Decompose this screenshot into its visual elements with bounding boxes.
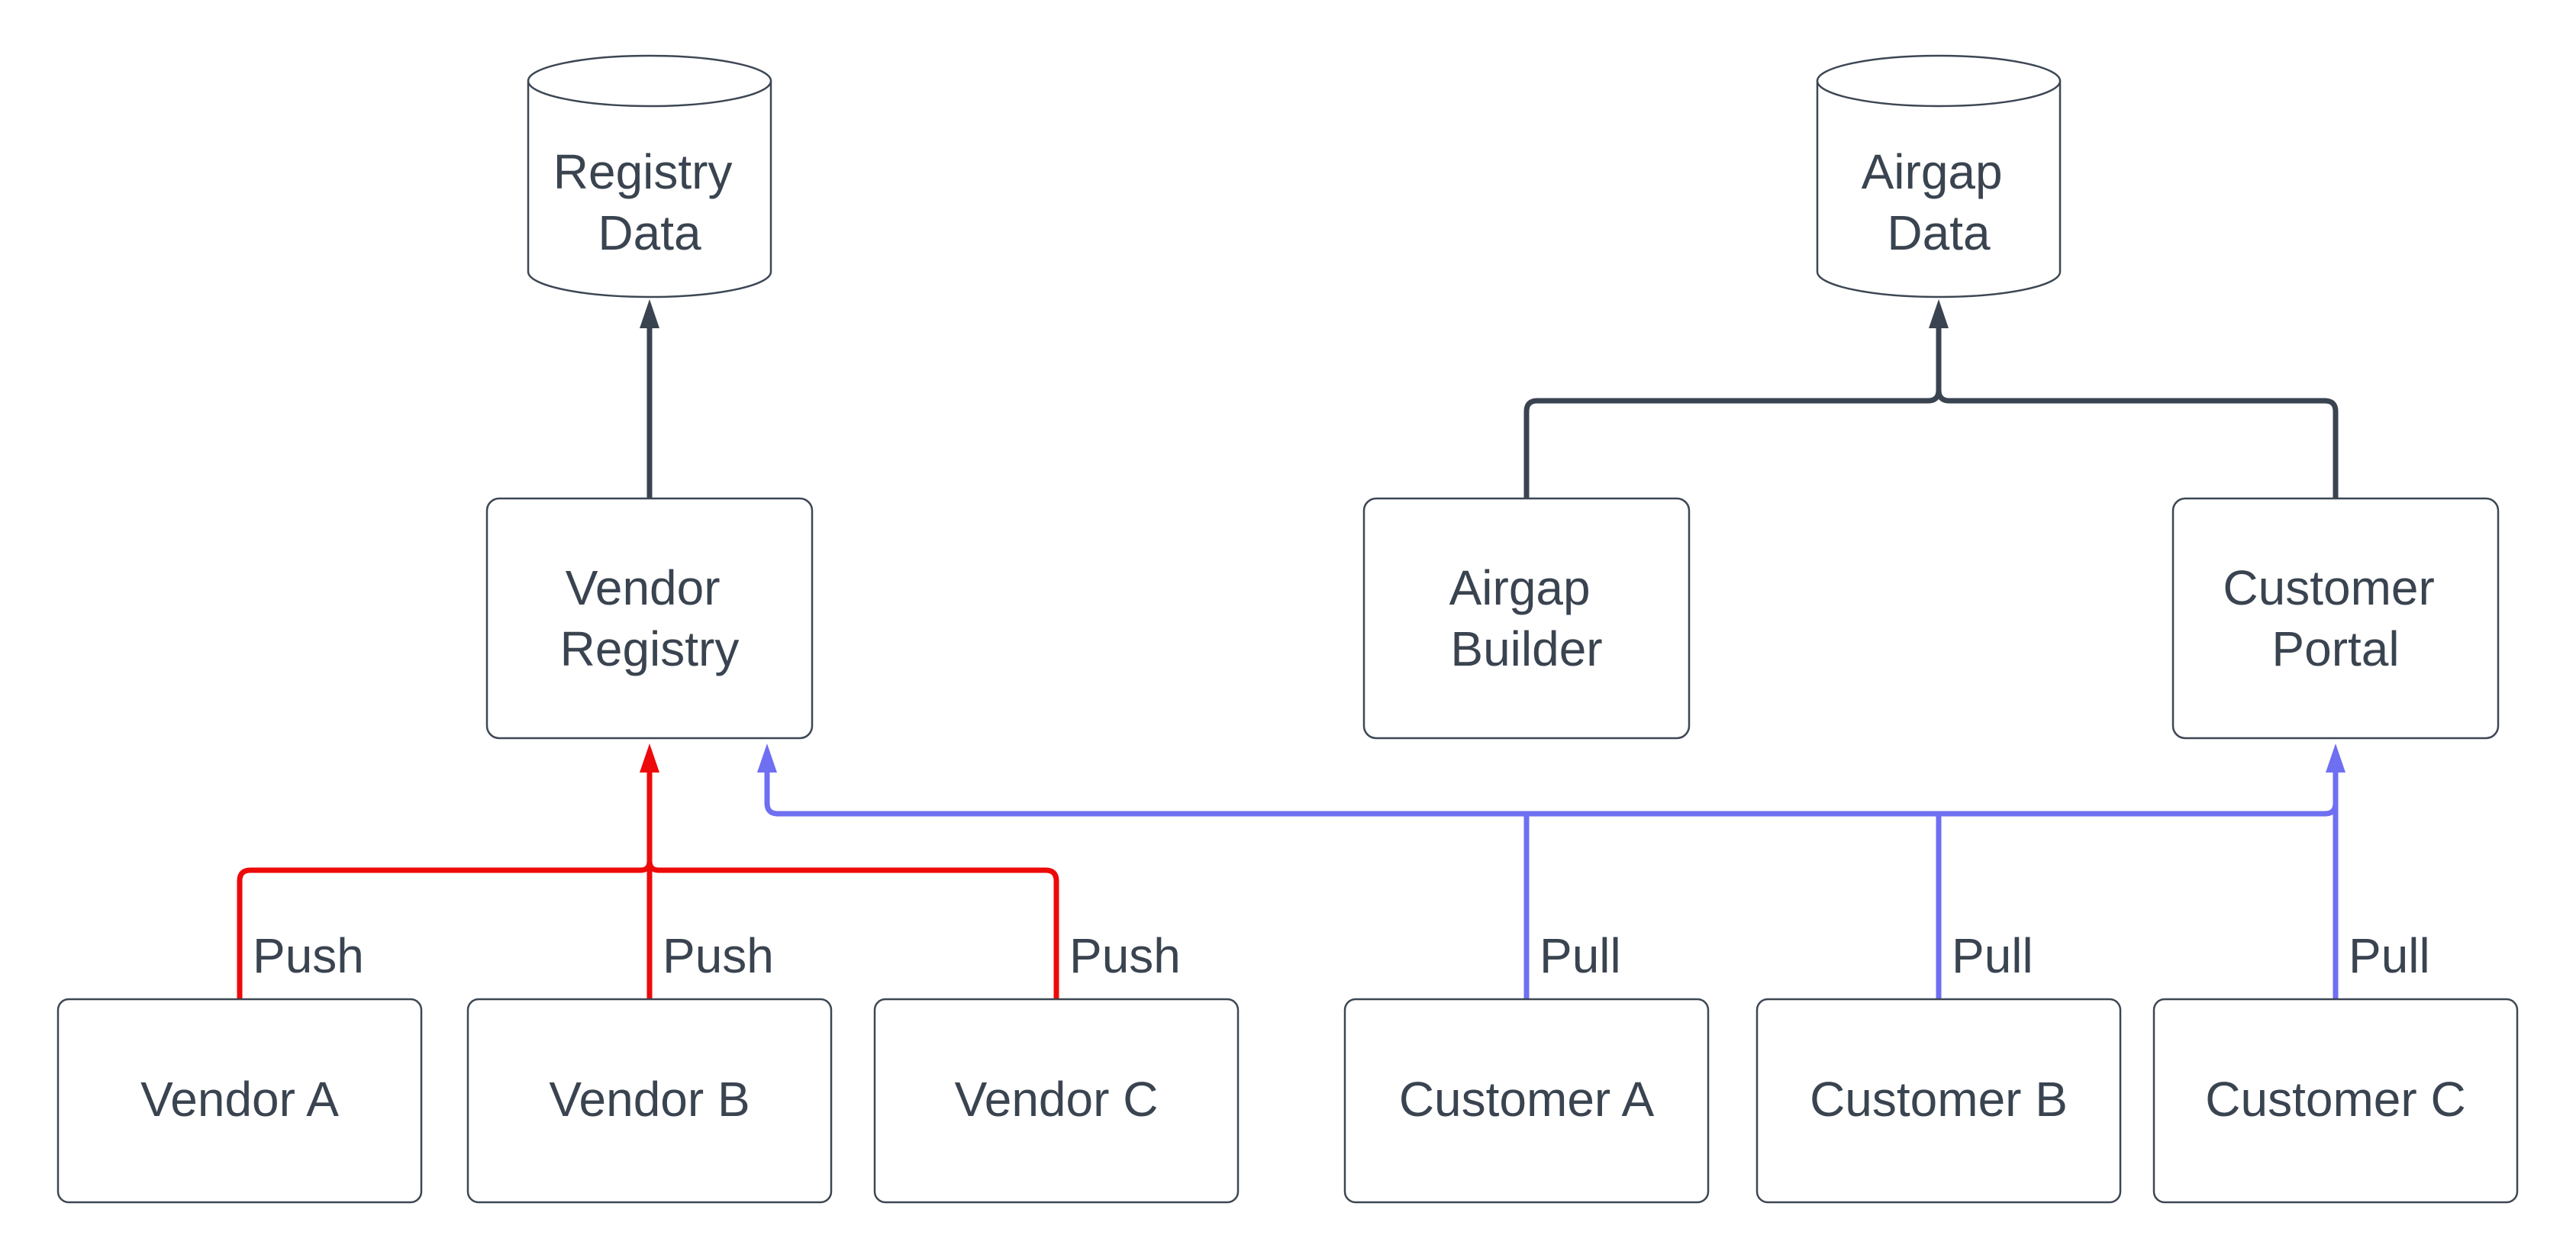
vendor-c-label: Vendor C [955, 1072, 1159, 1127]
pull-label-customer-c: Pull [2349, 928, 2430, 983]
edge-pull-bus [764, 771, 2339, 817]
datastore-registry-data: Registry Data [527, 54, 772, 298]
arrowhead-pull-customer-portal [2326, 744, 2345, 773]
customer-b-label: Customer B [1810, 1072, 2068, 1127]
registry-data-cylinder-rim [527, 80, 772, 108]
customer-c-box [2152, 998, 2519, 1204]
airgap-data-cylinder [1816, 54, 2062, 298]
edge-group-data-flow [640, 299, 2339, 498]
node-vendor-c: Vendor C [873, 998, 1240, 1204]
customer-a-label: Customer A [1399, 1072, 1655, 1127]
arrowhead-push-vendor-registry [640, 744, 659, 773]
customer-b-box [1755, 998, 2122, 1204]
airgap-builder-box [1362, 497, 1691, 740]
arrowhead-airgap-data [1929, 299, 1949, 328]
customer-a-box [1343, 998, 1710, 1204]
registry-data-cylinder [527, 54, 772, 298]
node-customer-portal: Customer Portal [2171, 497, 2500, 740]
vendor-c-box [873, 998, 1240, 1204]
node-customer-a: Customer A [1343, 998, 1710, 1204]
node-customer-b: Customer B [1755, 998, 2122, 1204]
customer-portal-label: Customer Portal [2223, 544, 2448, 676]
node-vendor-b: Vendor B [466, 998, 833, 1204]
vendor-b-label: Vendor B [549, 1072, 750, 1127]
push-label-vendor-c: Push [1069, 928, 1181, 983]
airgap-builder-label: Airgap Builder [1449, 544, 1604, 676]
vendor-registry-box [485, 497, 814, 740]
airgap-data-cylinder-rim [1816, 80, 2062, 108]
registry-data-label: Registry Data [553, 127, 746, 260]
pull-label-customer-a: Pull [1539, 928, 1621, 983]
node-vendor-registry: Vendor Registry [485, 497, 814, 740]
push-label-vendor-b: Push [663, 928, 774, 983]
vendor-a-label: Vendor A [140, 1072, 339, 1127]
vendor-b-box [466, 998, 833, 1204]
edge-vendor-c-push [646, 860, 1059, 999]
node-customer-c: Customer C [2152, 998, 2519, 1204]
push-label-vendor-a: Push [253, 928, 364, 983]
node-vendor-a: Vendor A [56, 998, 423, 1204]
arrowhead-pull-vendor-registry [757, 744, 777, 773]
edge-group-pull [757, 744, 2345, 999]
datastore-airgap-data: Airgap Data [1816, 54, 2062, 298]
customer-portal-box [2171, 497, 2500, 740]
edge-group-push [237, 744, 1059, 999]
edge-label-group: Push Push Push Pull Pull Pull [253, 928, 2430, 983]
pull-label-customer-b: Pull [1952, 928, 2033, 983]
node-airgap-builder: Airgap Builder [1362, 497, 1691, 740]
airgap-data-label: Airgap Data [1862, 127, 2017, 260]
arrowhead-registry-data [640, 299, 659, 328]
edge-airgap-builder-to-airgap-data [1523, 327, 1942, 498]
customer-c-label: Customer C [2205, 1072, 2465, 1127]
vendor-registry-label: Vendor Registry [560, 544, 740, 676]
vendor-a-box [56, 998, 423, 1204]
edge-customer-portal-to-airgap-data [1936, 389, 2339, 498]
